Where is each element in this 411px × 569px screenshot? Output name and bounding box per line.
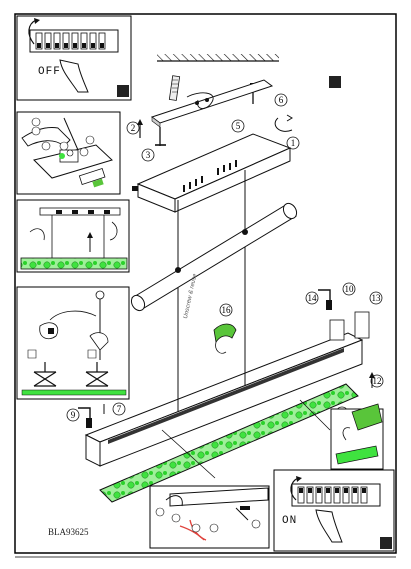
svg-text:3: 3	[146, 150, 151, 160]
book-icon	[380, 537, 392, 549]
luminaire-body	[84, 311, 370, 467]
off-label: OFF	[38, 66, 61, 78]
led-strip	[99, 383, 359, 503]
svg-text:5: 5	[236, 121, 241, 131]
diffuser-tube	[130, 202, 298, 312]
page-border	[14, 13, 397, 554]
step-2: 2	[126, 121, 140, 135]
svg-text:13: 13	[372, 293, 382, 303]
document-code: BLA93625	[48, 527, 89, 537]
rotate-arrow-icon	[28, 19, 37, 45]
step-10: 10	[342, 282, 356, 296]
on-label: ON	[282, 515, 298, 527]
book-icon	[329, 76, 341, 88]
wiring-panel	[16, 111, 121, 195]
svg-text:16: 16	[222, 305, 232, 315]
arrow-down-icon	[78, 289, 375, 428]
on-panel	[273, 469, 395, 552]
rotate-arrow-icon	[290, 477, 299, 501]
svg-text:9: 9	[71, 410, 76, 420]
svg-text:2: 2	[131, 123, 136, 133]
step-5: 5	[231, 119, 245, 133]
svg-text:7: 7	[117, 404, 122, 414]
step-14: 14	[305, 291, 319, 305]
step-9: 9	[66, 408, 80, 422]
dowel-icon	[168, 75, 181, 101]
off-panel	[16, 15, 132, 101]
glove-icon	[213, 323, 237, 354]
breaker-switch-icon	[291, 483, 381, 507]
step11-panel	[330, 403, 384, 470]
step-1: 1	[286, 136, 300, 150]
step-16: 16	[219, 303, 233, 317]
step-13: 13	[369, 291, 383, 305]
detail-panel	[149, 485, 270, 549]
svg-text:12: 12	[373, 376, 382, 386]
svg-text:1: 1	[291, 138, 296, 148]
step-7: 7	[112, 402, 126, 416]
breaker-switch-icon	[29, 29, 119, 53]
step15-panel	[16, 286, 130, 400]
book-icon	[117, 85, 129, 97]
hand-icon	[315, 509, 343, 543]
clip-panel	[16, 199, 130, 273]
rotate-arrow-icon	[274, 117, 293, 132]
svg-text:14: 14	[308, 293, 318, 303]
canopy	[132, 133, 292, 390]
step-3: 3	[141, 148, 155, 162]
hand-icon	[59, 59, 89, 93]
step-6: 6	[274, 93, 288, 107]
svg-text:6: 6	[279, 95, 284, 105]
ceiling-mount	[150, 54, 279, 146]
svg-text:10: 10	[345, 284, 355, 294]
hand-icon	[29, 228, 45, 241]
